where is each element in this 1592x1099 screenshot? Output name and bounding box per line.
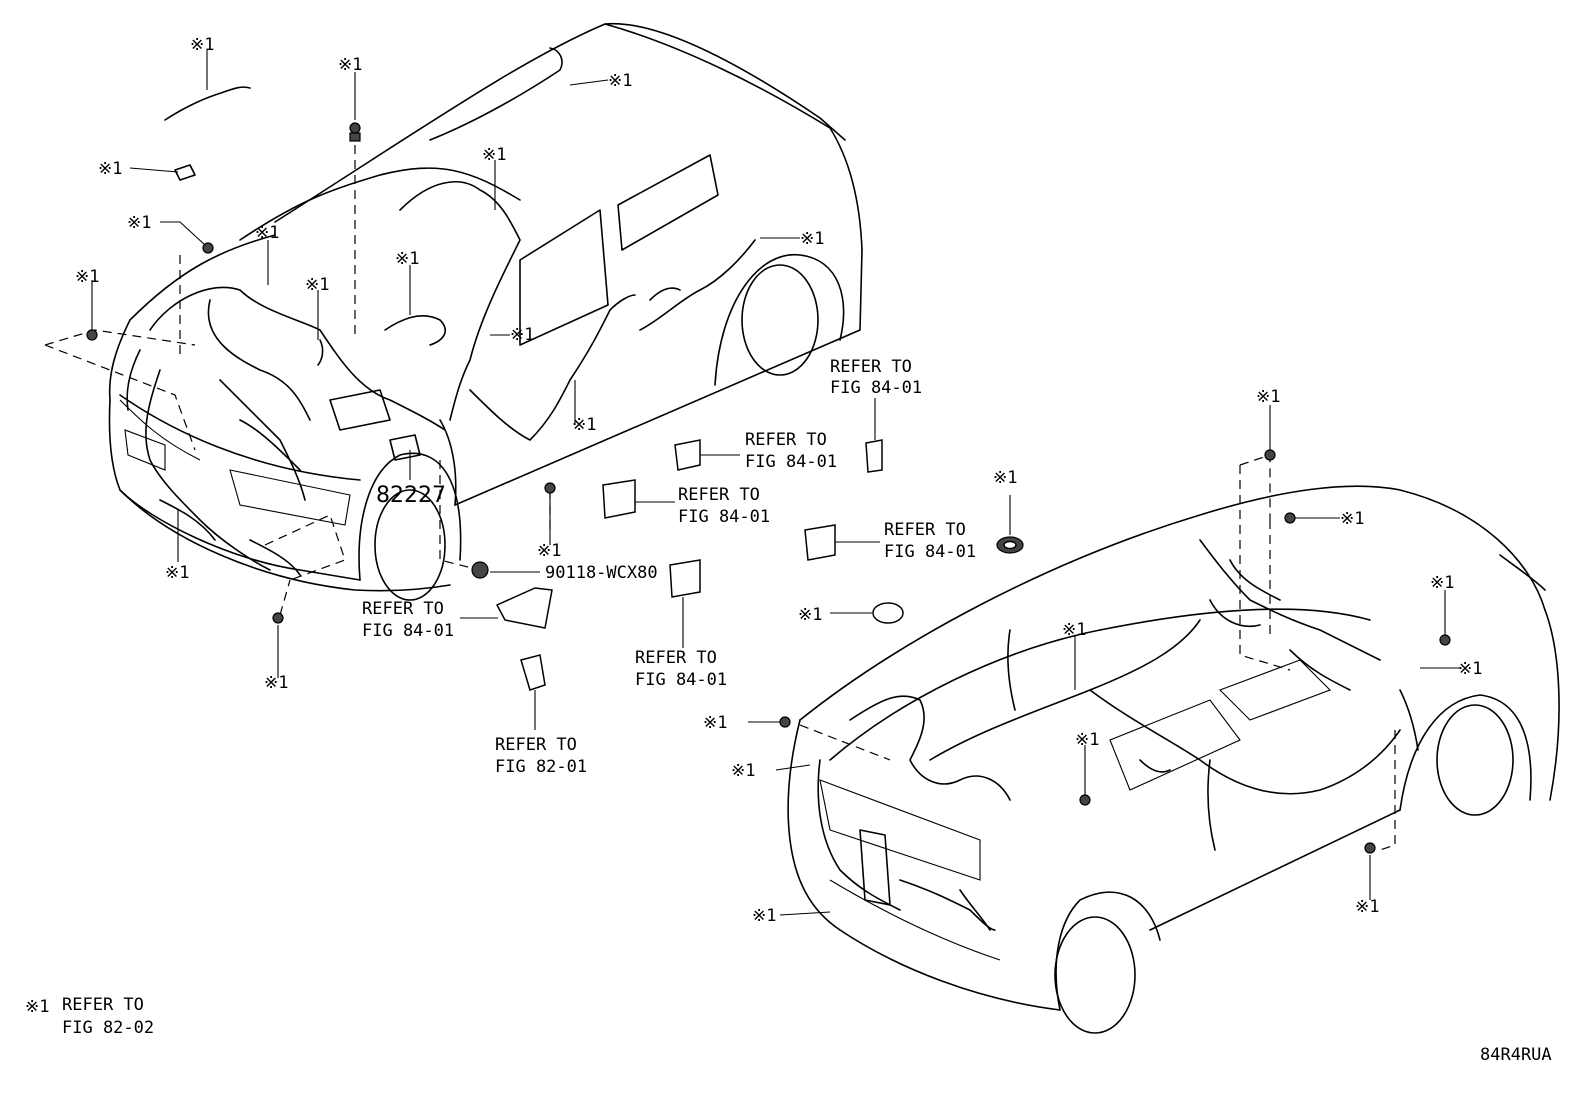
note-mark: ※1 [572, 415, 596, 435]
refer-fig-label: FIG 84-01 [635, 670, 727, 690]
refer-fig-label: FIG 84-01 [884, 542, 976, 562]
note-mark: ※1 [190, 35, 214, 55]
note-mark: ※1 [338, 55, 362, 75]
note-mark: ※1 [537, 541, 561, 561]
refer-to-label: REFER TO [884, 520, 966, 540]
refer-to-label: REFER TO [678, 485, 760, 505]
note-mark: ※1 [98, 159, 122, 179]
rear-vehicle-clips [779, 449, 1451, 854]
note-mark: ※1 [608, 71, 632, 91]
rear-vehicle-harness [817, 539, 1419, 931]
rear-vehicle-outline [787, 485, 1560, 1034]
note-mark: ※1 [1062, 620, 1086, 640]
note-mark: ※1 [1430, 573, 1454, 593]
rear-vehicle-dashed-locators [799, 454, 1396, 851]
note-mark: ※1 [395, 249, 419, 269]
relay-parts [460, 398, 1024, 730]
note-mark: ※1 [703, 713, 727, 733]
footnote-fig: FIG 82-02 [62, 1018, 154, 1038]
front-vehicle-harness [126, 47, 756, 576]
note-mark: ※1 [752, 906, 776, 926]
note-mark: ※1 [1256, 387, 1280, 407]
part-number-90118: 90118-WCX80 [545, 563, 658, 583]
note-mark: ※1 [1340, 509, 1364, 529]
note-mark: ※1 [165, 563, 189, 583]
note-mark: ※1 [1075, 730, 1099, 750]
front-vehicle-clips [86, 122, 556, 624]
note-mark: ※1 [255, 223, 279, 243]
note-mark: ※1 [993, 468, 1017, 488]
part-number-82227: 82227 [376, 483, 446, 508]
front-vehicle-leaders [91, 50, 800, 678]
refer-fig-label: FIG 84-01 [362, 621, 454, 641]
rear-vehicle-leaders [748, 405, 1460, 916]
note-mark: ※1 [800, 229, 824, 249]
refer-to-label: REFER TO [635, 648, 717, 668]
footnote-mark: ※1 [25, 997, 49, 1017]
front-vehicle-dashed-locators [44, 145, 551, 616]
note-mark: ※1 [1458, 659, 1482, 679]
note-mark: ※1 [482, 145, 506, 165]
labels: ※1 ※1 ※1 ※1 ※1 ※1 ※1 ※1 ※1 ※1 ※1 ※1 ※1 ※… [25, 35, 1552, 1065]
refer-fig-label: FIG 84-01 [745, 452, 837, 472]
footnote-refer: REFER TO [62, 995, 144, 1015]
note-mark: ※1 [731, 761, 755, 781]
refer-fig-label: FIG 84-01 [678, 507, 770, 527]
front-vehicle-outline [108, 22, 863, 601]
diagram-code: 84R4RUA [1480, 1045, 1552, 1065]
refer-to-label: REFER TO [830, 357, 912, 377]
refer-to-label: REFER TO [745, 430, 827, 450]
note-mark: ※1 [510, 325, 534, 345]
refer-to-label: REFER TO [495, 735, 577, 755]
refer-fig-label: FIG 82-01 [495, 757, 587, 777]
refer-to-label: REFER TO [362, 599, 444, 619]
refer-fig-label: FIG 84-01 [830, 378, 922, 398]
note-mark: ※1 [1355, 897, 1379, 917]
note-mark: ※1 [264, 673, 288, 693]
note-mark: ※1 [75, 267, 99, 287]
note-mark: ※1 [127, 213, 151, 233]
note-mark: ※1 [798, 605, 822, 625]
note-mark: ※1 [305, 275, 329, 295]
